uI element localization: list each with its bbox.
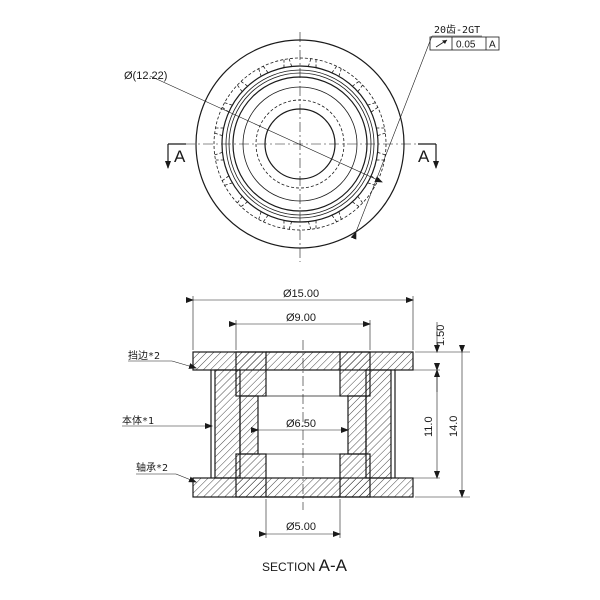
hub-circle xyxy=(228,72,372,216)
gear-tooth xyxy=(376,151,386,161)
gear-tooth xyxy=(352,196,363,207)
svg-text:A: A xyxy=(174,147,186,166)
dim-shoulder-diameter: Ø9.00 xyxy=(229,312,371,350)
gdt-datum: A xyxy=(489,40,496,51)
section-marker-left: A xyxy=(165,143,186,169)
gear-tooth xyxy=(214,151,224,161)
gear-tooth xyxy=(222,175,233,186)
bearing-bottom-right xyxy=(339,453,371,498)
gear-tooth xyxy=(258,66,269,77)
gear-tooth xyxy=(237,196,248,207)
diameter-label: Ø(12.22) xyxy=(124,70,167,82)
svg-text:Ø6.50: Ø6.50 xyxy=(286,418,316,430)
hub-inner-circle xyxy=(232,76,368,212)
gear-tooth xyxy=(376,127,386,137)
top-view: Ø(12.22) 20齿-2GT 0.05 A A A xyxy=(124,24,500,262)
svg-text:A: A xyxy=(418,147,430,166)
dim-outer-diameter: Ø15.00 xyxy=(186,288,414,350)
svg-text:Ø5.00: Ø5.00 xyxy=(286,521,316,533)
gear-tooth xyxy=(352,81,363,92)
runout-icon xyxy=(435,39,448,48)
dim-total-height: 14.0 xyxy=(415,345,470,498)
bearing-bottom-left xyxy=(235,453,267,498)
flange-outer-circle xyxy=(195,39,405,249)
svg-text:本体*1: 本体*1 xyxy=(122,414,154,427)
svg-text:14.0: 14.0 xyxy=(448,416,460,437)
section-title: SECTION A-A xyxy=(262,556,348,575)
label-bearing: 轴承*2 xyxy=(136,461,197,483)
gdt-frame: 0.05 A xyxy=(429,36,500,51)
svg-text:Ø9.00: Ø9.00 xyxy=(286,312,316,324)
gear-tooth xyxy=(307,58,317,68)
bore-circle xyxy=(264,108,336,180)
svg-text:Ø15.00: Ø15.00 xyxy=(283,288,319,300)
svg-text:挡边*2: 挡边*2 xyxy=(128,349,160,362)
gear-tooth xyxy=(283,58,293,68)
gear-tooth xyxy=(307,220,317,230)
svg-text:1.50: 1.50 xyxy=(435,325,447,346)
dim-body-height: 11.0 xyxy=(397,363,440,479)
dim-mid-diameter: Ø6.50 xyxy=(251,418,349,433)
tooth-leader-line xyxy=(350,35,433,240)
section-marker-right: A xyxy=(418,143,439,169)
gear-tooth xyxy=(367,102,378,113)
gear-tooth xyxy=(214,127,224,137)
gear-tooth xyxy=(331,66,342,77)
label-body: 本体*1 xyxy=(122,414,213,429)
tooth-tip-circle xyxy=(213,57,387,231)
body-web-left xyxy=(239,395,259,455)
gdt-value: 0.05 xyxy=(456,40,476,51)
svg-text:轴承*2: 轴承*2 xyxy=(136,461,168,474)
gear-tooth xyxy=(237,81,248,92)
diameter-leader-line xyxy=(149,75,383,183)
gear-tooth xyxy=(283,220,293,230)
svg-text:11.0: 11.0 xyxy=(423,416,435,437)
hidden-bore-circle xyxy=(255,99,345,189)
dim-bore-diameter: Ø5.00 xyxy=(259,499,341,538)
gear-tooth xyxy=(258,211,269,222)
label-flange: 挡边*2 xyxy=(128,349,197,369)
tooth-label: 20齿-2GT xyxy=(434,24,480,36)
bearing-top-right xyxy=(339,351,371,397)
pitch-circle xyxy=(221,65,379,223)
gear-tooth xyxy=(331,211,342,222)
shoulder-circle xyxy=(242,86,358,202)
tooth-root-circle xyxy=(225,69,375,219)
bearing-top-left xyxy=(235,351,267,397)
section-view: Ø15.00 Ø9.00 Ø6.50 Ø5.00 1.50 xyxy=(122,288,470,575)
body-web-right xyxy=(347,395,367,455)
